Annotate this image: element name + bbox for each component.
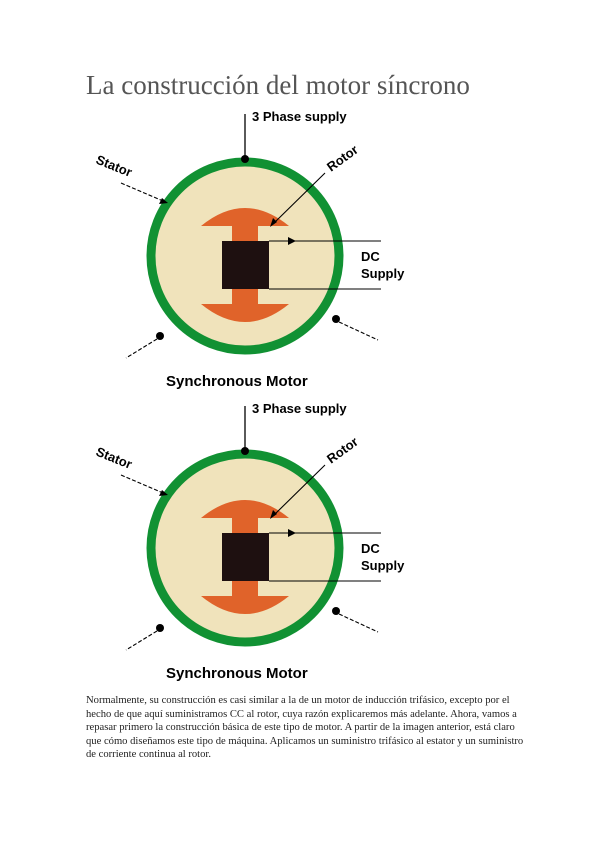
rotor-core — [222, 533, 269, 581]
dc-label-line2: Supply — [361, 266, 405, 281]
rotor-pole-top — [201, 208, 289, 226]
rotor-core — [222, 241, 269, 289]
diagram-caption: Synchronous Motor — [166, 665, 308, 682]
stator-label: Stator — [94, 152, 134, 180]
terminal-left — [156, 624, 164, 632]
terminal-right — [332, 607, 340, 615]
terminal-right — [332, 315, 340, 323]
rotor-pole-bottom — [201, 304, 289, 322]
terminal-left — [156, 332, 164, 340]
supply-label: 3 Phase supply — [252, 401, 347, 416]
dc-label-line1: DC — [361, 249, 380, 264]
synchronous-motor-diagram-1: 3 Phase supply Stator Rotor DC Supply Sy… — [94, 109, 405, 390]
rotor-shaft-bottom — [232, 288, 258, 306]
rotor-shaft-top — [232, 224, 258, 242]
rotor-label: Rotor — [324, 142, 361, 175]
diagram-caption: Synchronous Motor — [166, 373, 308, 390]
body-paragraph: Normalmente, su construcción es casi sim… — [86, 695, 524, 761]
rotor-pole-bottom — [201, 596, 289, 614]
page-title: La construcción del motor síncrono — [86, 70, 470, 100]
dc-label-line1: DC — [361, 541, 380, 556]
stator-label: Stator — [94, 444, 134, 472]
supply-label: 3 Phase supply — [252, 109, 347, 124]
synchronous-motor-diagram-2: 3 Phase supply Stator Rotor DC Supply Sy… — [94, 401, 405, 682]
rotor-label: Rotor — [324, 434, 361, 467]
rotor-shaft-top — [232, 516, 258, 534]
supply-terminal — [241, 447, 249, 455]
rotor-shaft-bottom — [232, 580, 258, 598]
rotor-pole-top — [201, 500, 289, 518]
dc-label-line2: Supply — [361, 558, 405, 573]
supply-terminal — [241, 155, 249, 163]
